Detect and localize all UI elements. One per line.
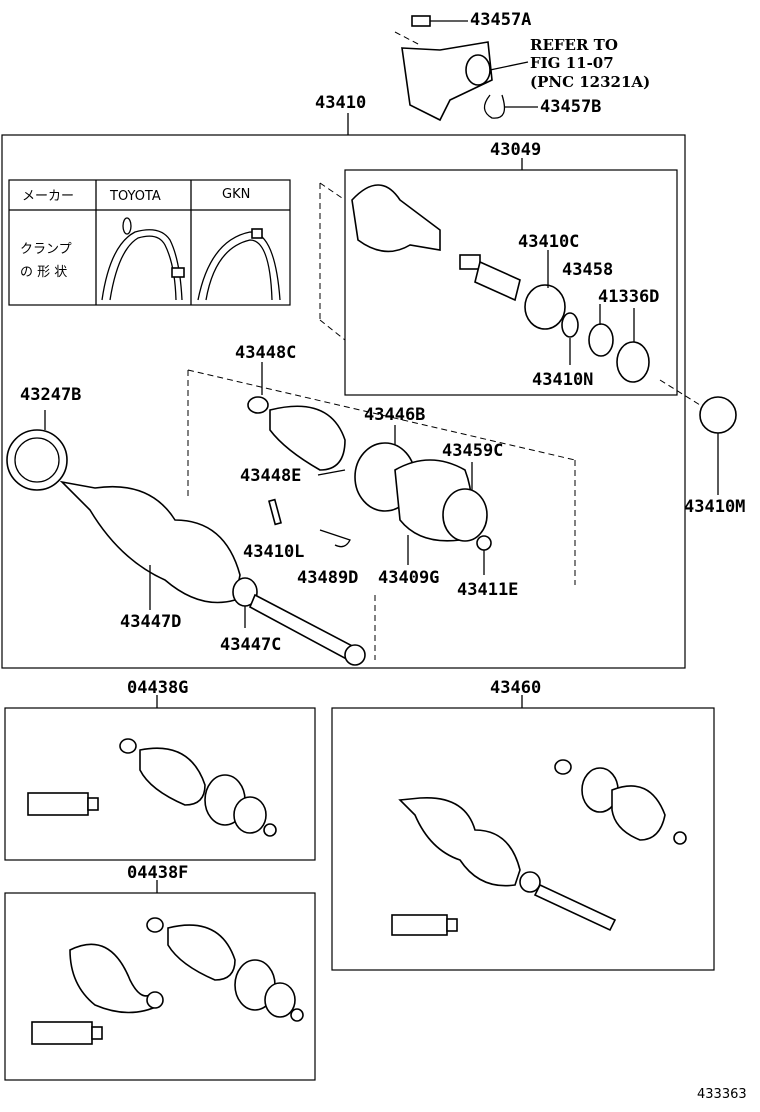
dust-deflector-icon (6, 429, 68, 491)
label-41336D: 41336D (598, 287, 659, 307)
label-43457A: 43457A (470, 10, 531, 30)
kit-04438F-frame (4, 892, 316, 1081)
table-row-label-2: の 形 状 (20, 265, 67, 280)
drive-shaft-group (6, 362, 576, 666)
label-43448C: 43448C (235, 343, 296, 363)
outer-boot-icon (59, 480, 241, 604)
label-04438G: 04438G (127, 678, 188, 698)
kit-04438F-parts (31, 880, 304, 1045)
label-43410M: 43410M (684, 497, 745, 517)
reference-line-3: (PNC 12321A) (530, 73, 650, 91)
bolt-icon (411, 15, 431, 27)
label-43458: 43458 (562, 260, 613, 280)
inner-boot-icon (269, 405, 346, 471)
reference-line-1: REFER TO (530, 36, 618, 54)
reference-line-2: FIG 11-07 (530, 54, 614, 72)
clamp-shape-table: メーカー TOYOTA GKN クランプ の 形 状 (8, 179, 291, 306)
table-header-toyota: TOYOTA (109, 189, 161, 204)
label-43049: 43049 (490, 140, 541, 160)
label-43448E: 43448E (240, 466, 301, 486)
toyota-clamp-icon (101, 229, 183, 301)
label-43447C: 43447C (220, 635, 281, 655)
outer-joint-icon (351, 184, 441, 253)
label-43409G: 43409G (378, 568, 439, 588)
main-assembly-frame (1, 134, 686, 669)
kit-43460-parts (391, 695, 687, 936)
grease-tube-icon (27, 792, 89, 816)
label-43410: 43410 (315, 93, 366, 113)
table-header-maker: メーカー (22, 189, 74, 204)
snap-ring-icon (483, 94, 506, 119)
outboard-joint-frame (344, 169, 678, 396)
label-43457B: 43457B (540, 97, 601, 117)
kit-04438G-parts (27, 695, 277, 837)
table-row-label-1: クランプ (20, 242, 72, 257)
label-43489D: 43489D (297, 568, 358, 588)
kit-04438G-frame (4, 707, 316, 861)
bracket-assembly (394, 15, 538, 122)
label-43447D: 43447D (120, 612, 181, 632)
kit-43460-frame (331, 707, 715, 971)
label-43460: 43460 (490, 678, 541, 698)
part-number-labels: 43457A REFER TO FIG 11-07 (PNC 12321A) 4… (20, 10, 747, 1102)
outboard-joint-group (319, 182, 737, 495)
label-43410N: 43410N (532, 370, 593, 390)
figure-number: 433363 (697, 1087, 747, 1102)
label-43410L: 43410L (243, 542, 304, 562)
label-43411E: 43411E (457, 580, 518, 600)
label-04438F: 04438F (127, 863, 188, 883)
table-header-gkn: GKN (222, 187, 250, 202)
label-43459C: 43459C (442, 441, 503, 461)
gkn-clamp-icon (197, 231, 281, 301)
label-43410C: 43410C (518, 232, 579, 252)
label-43446B: 43446B (364, 405, 425, 425)
label-43247B: 43247B (20, 385, 81, 405)
bearing-43410M-icon (699, 396, 737, 434)
